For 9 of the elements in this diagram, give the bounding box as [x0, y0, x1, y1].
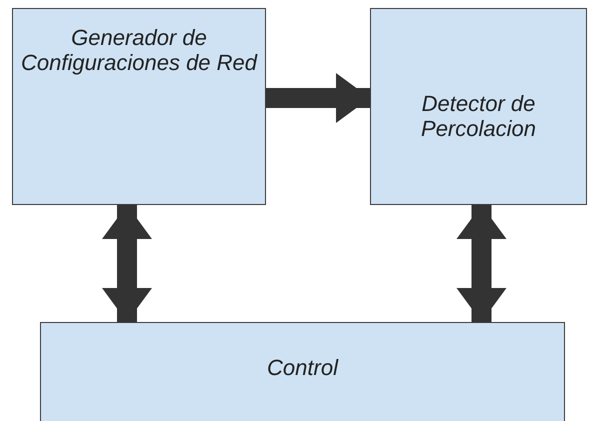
- thick-arrow: [102, 205, 152, 322]
- process-box: [12, 8, 266, 205]
- process-box: [40, 322, 565, 421]
- process-box: [370, 8, 587, 205]
- box-label: Detector de Percolacion: [420, 91, 537, 142]
- thick-arrow: [456, 205, 506, 322]
- thick-arrow: [266, 73, 370, 123]
- box-label: Control: [267, 355, 338, 380]
- box-label: Generador de Configuraciones de Red: [20, 25, 258, 76]
